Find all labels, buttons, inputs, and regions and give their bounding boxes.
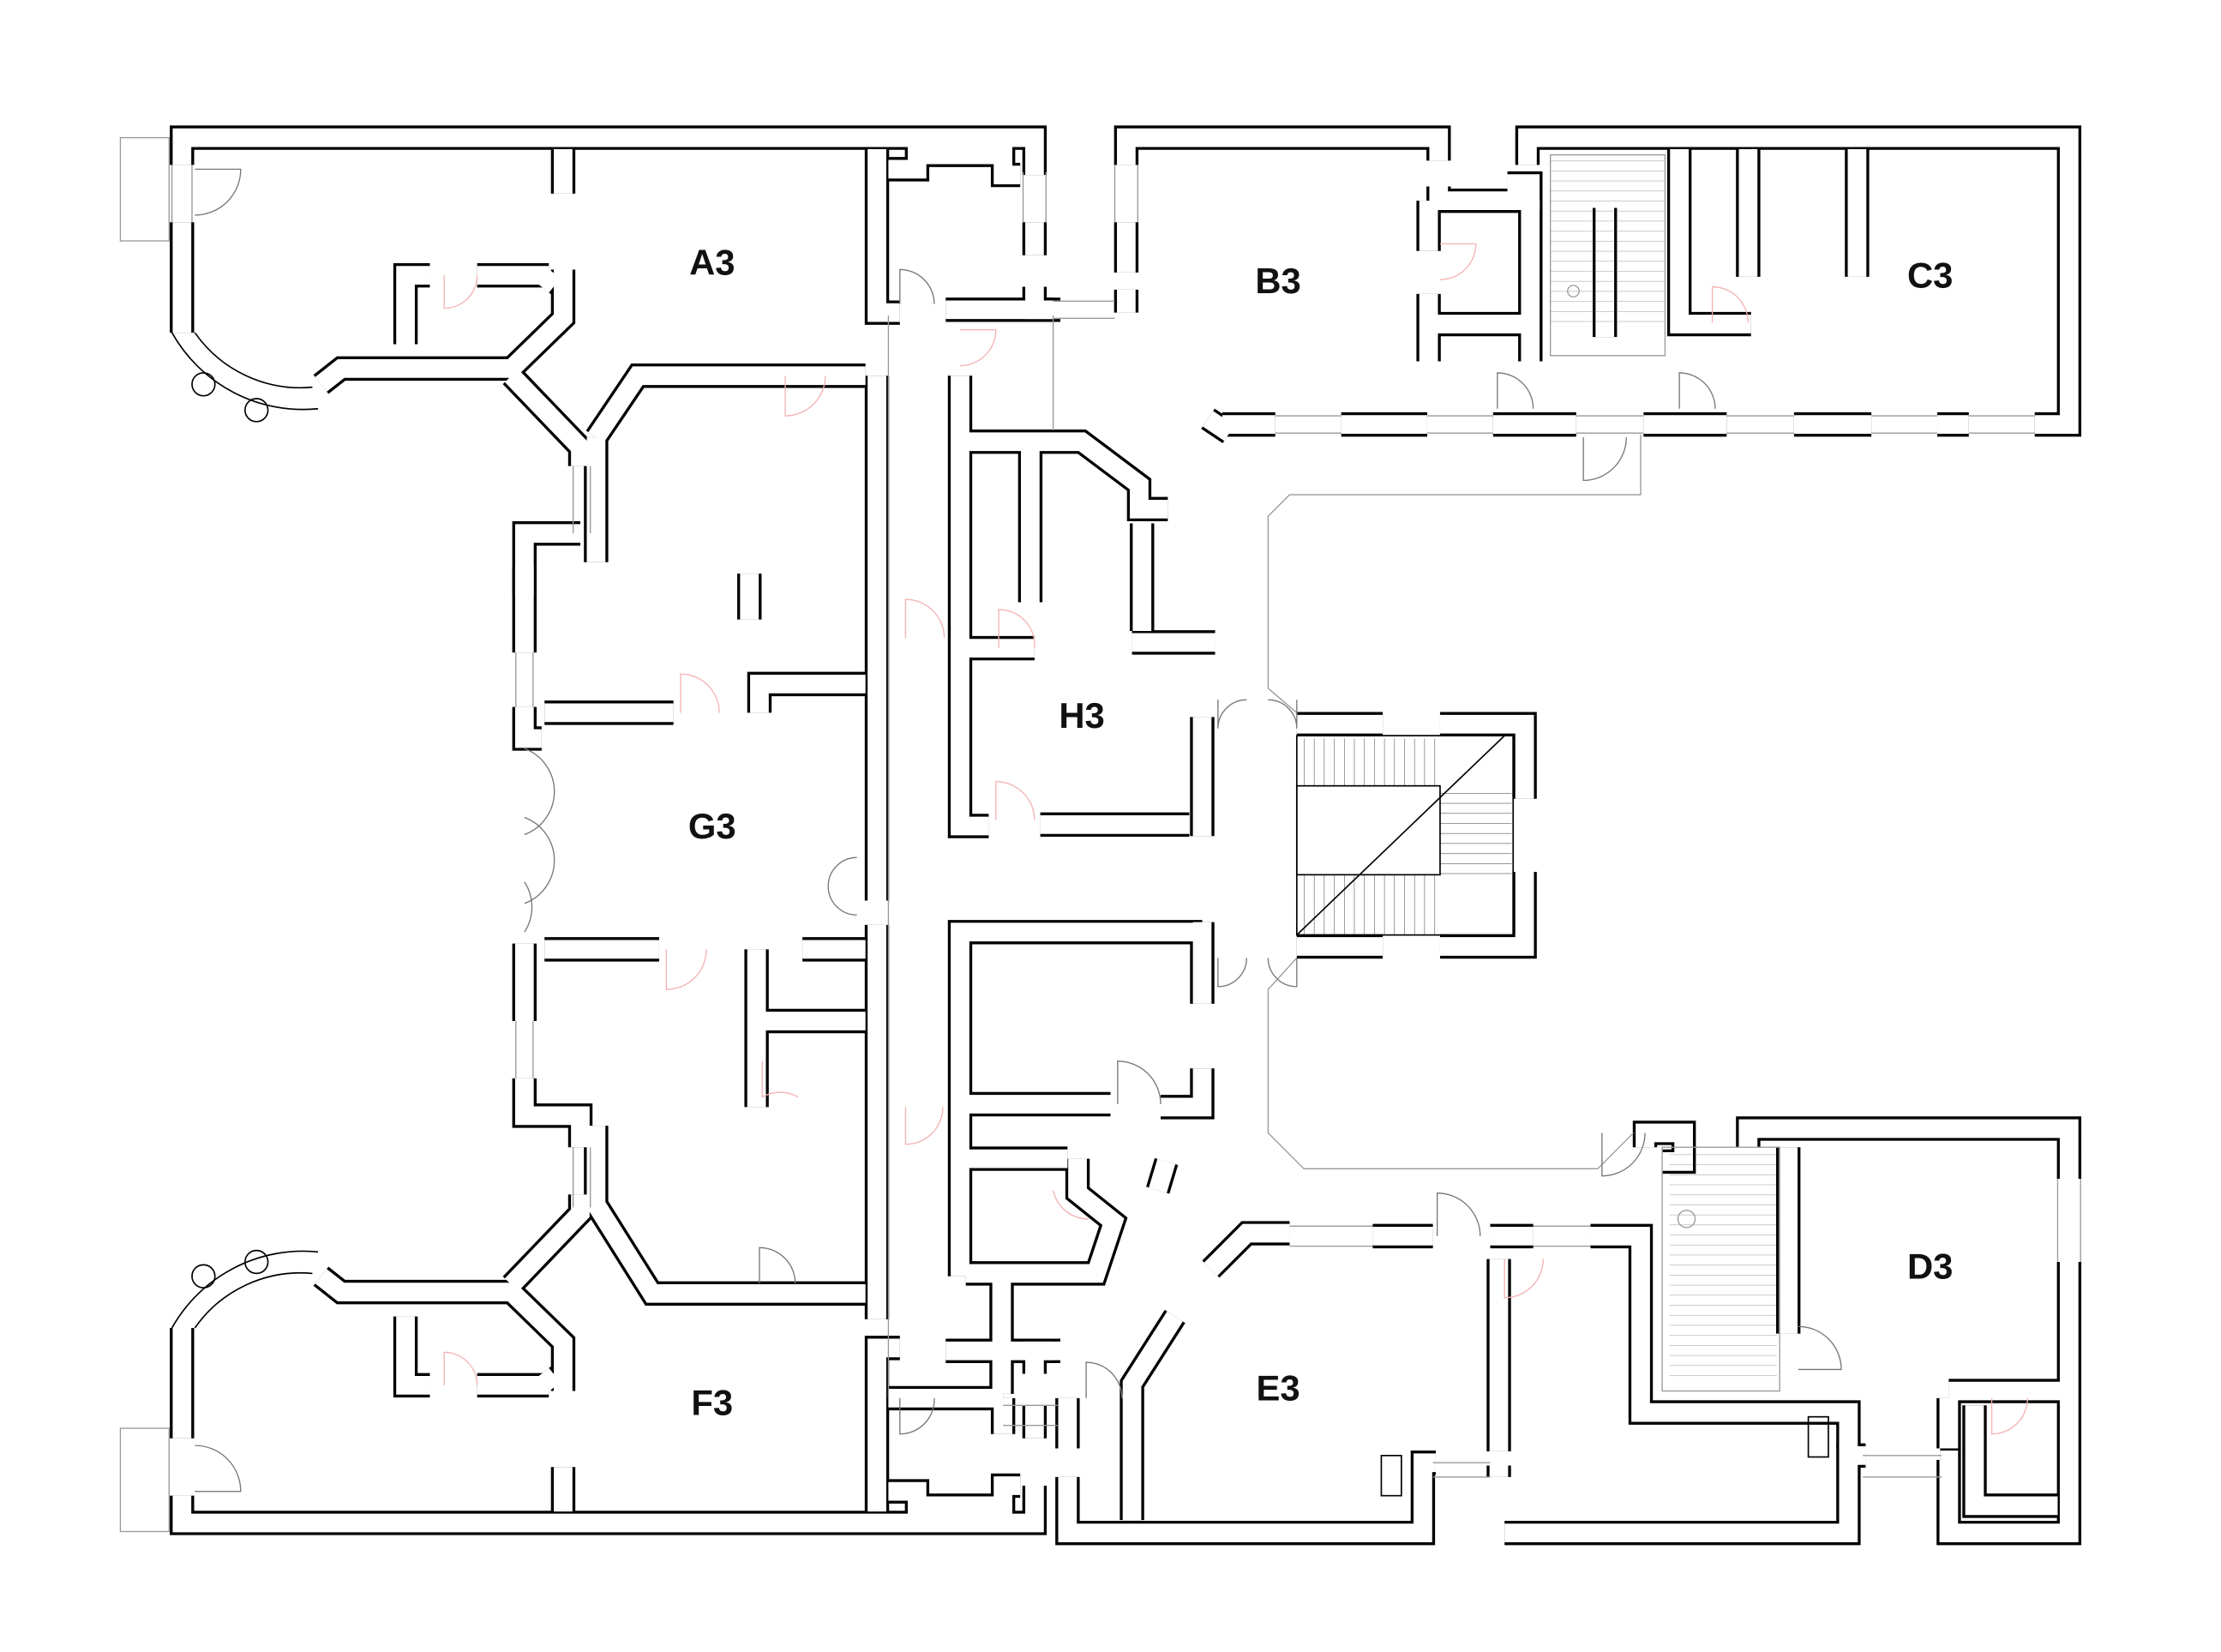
room-label-f3: F3 bbox=[691, 1382, 733, 1422]
bay-window-f bbox=[119, 1249, 319, 1533]
door-swing[interactable] bbox=[904, 598, 945, 639]
door-swing[interactable] bbox=[784, 375, 826, 417]
double-door[interactable] bbox=[1217, 958, 1298, 988]
door-swing[interactable] bbox=[195, 1445, 242, 1493]
corridor-outline bbox=[1267, 434, 1642, 713]
door-swing[interactable] bbox=[1504, 1259, 1544, 1299]
door-swing[interactable] bbox=[443, 275, 478, 309]
stair-d bbox=[1380, 1146, 1829, 1497]
room-label-g3: G3 bbox=[688, 806, 736, 846]
door-swing[interactable] bbox=[1117, 1060, 1162, 1105]
door-swing[interactable] bbox=[899, 1397, 935, 1435]
door-swing[interactable] bbox=[680, 673, 720, 713]
balcony bbox=[119, 1427, 170, 1533]
stair-c bbox=[1550, 153, 1666, 357]
door-swing[interactable] bbox=[1436, 1192, 1481, 1236]
room-label-b3: B3 bbox=[1255, 261, 1300, 301]
central-stair bbox=[1295, 735, 1515, 936]
room-labels: A3 B3 C3 D3 E3 F3 G3 H3 bbox=[688, 242, 1953, 1422]
column-icon bbox=[244, 398, 269, 423]
door-swing[interactable] bbox=[665, 949, 707, 990]
room-label-e3: E3 bbox=[1257, 1368, 1300, 1409]
door-swing[interactable] bbox=[1601, 1132, 1646, 1177]
door-swing[interactable] bbox=[904, 1107, 944, 1145]
room-label-d3: D3 bbox=[1907, 1246, 1953, 1286]
door-swing[interactable] bbox=[899, 268, 935, 304]
door-swing[interactable] bbox=[443, 1351, 478, 1385]
door-swing[interactable] bbox=[1439, 243, 1477, 280]
room-label-a3: A3 bbox=[689, 242, 735, 282]
door-swing[interactable] bbox=[827, 856, 857, 916]
windows bbox=[171, 165, 2081, 1478]
door-swing[interactable] bbox=[1085, 1361, 1123, 1398]
door-swing[interactable] bbox=[1711, 285, 1750, 323]
corridor-outline bbox=[887, 315, 1054, 1398]
double-door[interactable] bbox=[1217, 699, 1298, 729]
door-swing[interactable] bbox=[1052, 1190, 1089, 1220]
room-label-c3: C3 bbox=[1907, 255, 1953, 296]
balcony bbox=[119, 136, 170, 242]
doors bbox=[195, 168, 2029, 1493]
column-icon bbox=[244, 1249, 269, 1275]
room-label-h3: H3 bbox=[1059, 695, 1104, 736]
column-icon bbox=[191, 1264, 216, 1289]
door-swing[interactable] bbox=[1990, 1397, 2029, 1435]
door-swing[interactable] bbox=[995, 780, 1035, 820]
corridor-outline bbox=[1267, 957, 1635, 1169]
door-swing[interactable] bbox=[759, 1247, 796, 1284]
french-door[interactable] bbox=[524, 748, 555, 933]
door-swing[interactable] bbox=[998, 609, 1035, 649]
door-swing[interactable] bbox=[959, 329, 997, 367]
door-swing[interactable] bbox=[1497, 372, 1534, 409]
bay-window-a bbox=[119, 136, 319, 423]
door-swing[interactable] bbox=[761, 1060, 799, 1098]
door-swing[interactable] bbox=[1798, 1325, 1842, 1371]
door-swing[interactable] bbox=[195, 168, 242, 216]
column-icon bbox=[191, 372, 216, 397]
door-swing[interactable] bbox=[1582, 437, 1627, 482]
door-swing[interactable] bbox=[1678, 372, 1716, 409]
